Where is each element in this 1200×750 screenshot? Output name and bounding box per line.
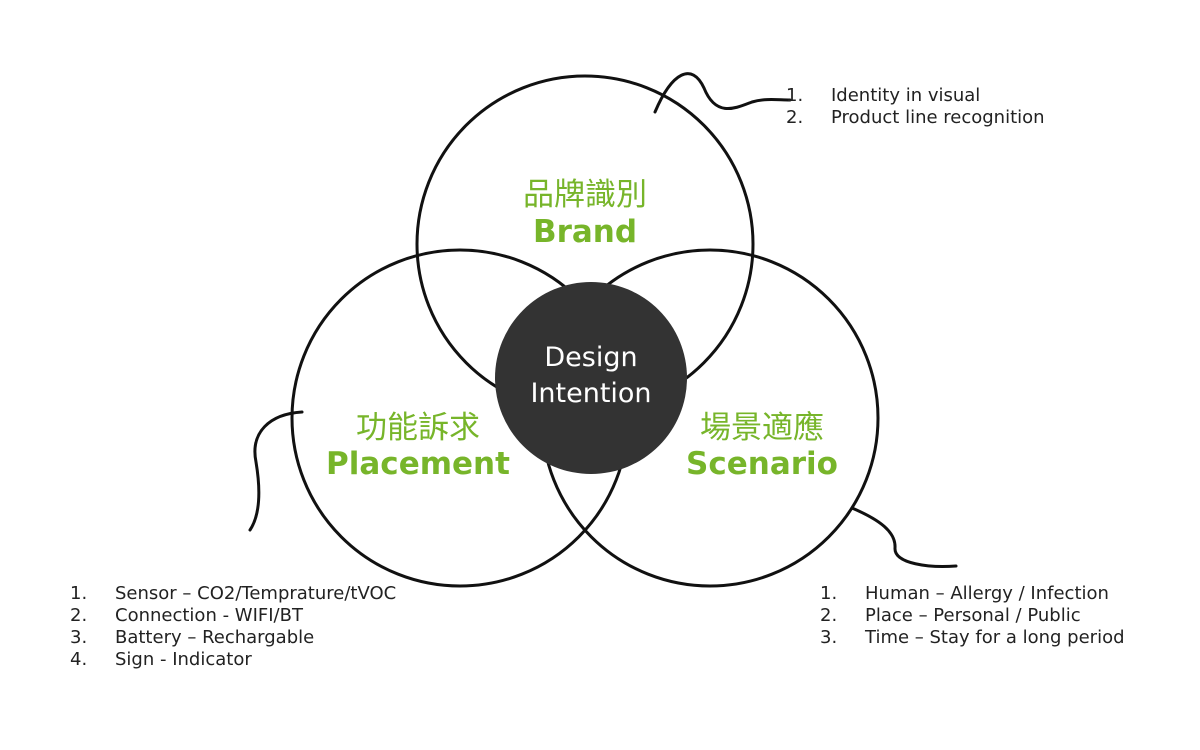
list-item: 3. Battery – Rechargable [70,627,396,649]
scenario-title-cn: 場景適應 [700,410,824,446]
list-item: 4. Sign - Indicator [70,649,396,671]
list-item: 2. Connection - WIFI/BT [70,605,396,627]
list-item-number: 3. [70,627,88,648]
list-item: 1. Human – Allergy / Infection [820,583,1125,605]
list-item-text: Human – Allergy / Infection [865,583,1109,604]
list-item: 3. Time – Stay for a long period [820,627,1125,649]
list-item-text: Identity in visual [831,85,981,106]
placement-notes-list: 1. Sensor – CO2/Temprature/tVOC 2. Connect… [70,583,396,671]
list-item-number: 1. [70,583,88,604]
placement-connector-line [248,410,304,532]
placement-title-en: Placement [326,446,510,482]
list-item: 1. Sensor – CO2/Temprature/tVOC [70,583,396,605]
list-item: 2. Product line recognition [786,107,1045,129]
brand-title-en: Brand [533,214,637,250]
placement-title-cn: 功能訴求 [356,410,480,446]
list-item-number: 1. [786,85,804,106]
list-item-text: Product line recognition [831,107,1045,128]
list-item-text: Battery – Rechargable [115,627,315,648]
center-label-line1: Design [544,342,637,373]
brand-connector-line [653,72,792,114]
brand-notes-list: 1. Identity in visual 2. Product line reco… [786,85,1045,129]
list-item-text: Place – Personal / Public [865,605,1081,626]
list-item-text: Sign - Indicator [115,649,252,670]
scenario-connector-line [850,506,958,568]
list-item: 1. Identity in visual [786,85,1045,107]
scenario-title-en: Scenario [686,446,838,482]
list-item-text: Sensor – CO2/Temprature/tVOC [115,583,397,604]
list-item-number: 3. [820,627,838,648]
scenario-notes-list: 1. Human – Allergy / Infection 2. Place – … [820,583,1125,649]
list-item-text: Connection - WIFI/BT [115,605,303,626]
design-intention-disc [495,282,687,474]
list-item-number: 4. [70,649,88,670]
list-item-number: 1. [820,583,838,604]
list-item: 2. Place – Personal / Public [820,605,1125,627]
center-label-line2: Intention [530,378,651,409]
brand-title-cn: 品牌識別 [523,177,647,213]
list-item-text: Time – Stay for a long period [865,627,1125,648]
list-item-number: 2. [70,605,88,626]
list-item-number: 2. [820,605,838,626]
list-item-number: 2. [786,107,804,128]
